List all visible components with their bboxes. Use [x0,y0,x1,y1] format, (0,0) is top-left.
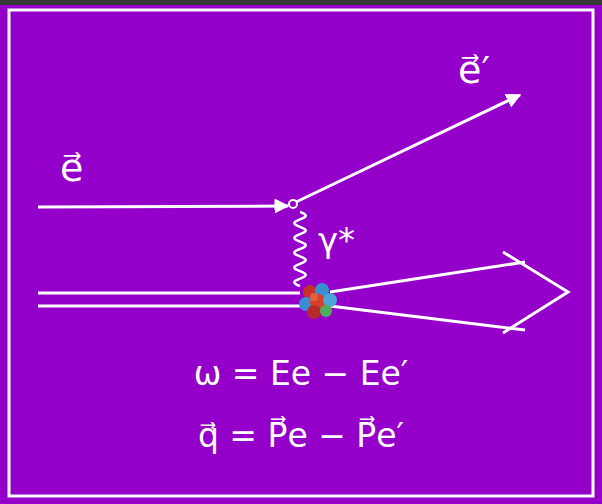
virtual-photon [294,212,305,286]
scattered-electron [296,95,520,202]
incoming-electron [38,206,288,207]
kinematics-formula: q⃗ = P⃗e − P⃗e′ [198,418,404,454]
nucleus [299,283,337,319]
particle-label: γ* [318,222,355,259]
target-line [38,292,300,295]
top-strip [0,0,602,5]
fragment-arrowhead [503,252,568,333]
fragment-line [330,306,525,330]
particle-label: e⃗′ [458,50,490,92]
fragment-line [330,262,525,292]
particle-label: e⃗ [60,148,83,190]
target-line [38,305,300,308]
frame [9,10,593,496]
vertex [289,200,297,208]
kinematics-formula: ω = Ee − Ee′ [194,356,409,392]
